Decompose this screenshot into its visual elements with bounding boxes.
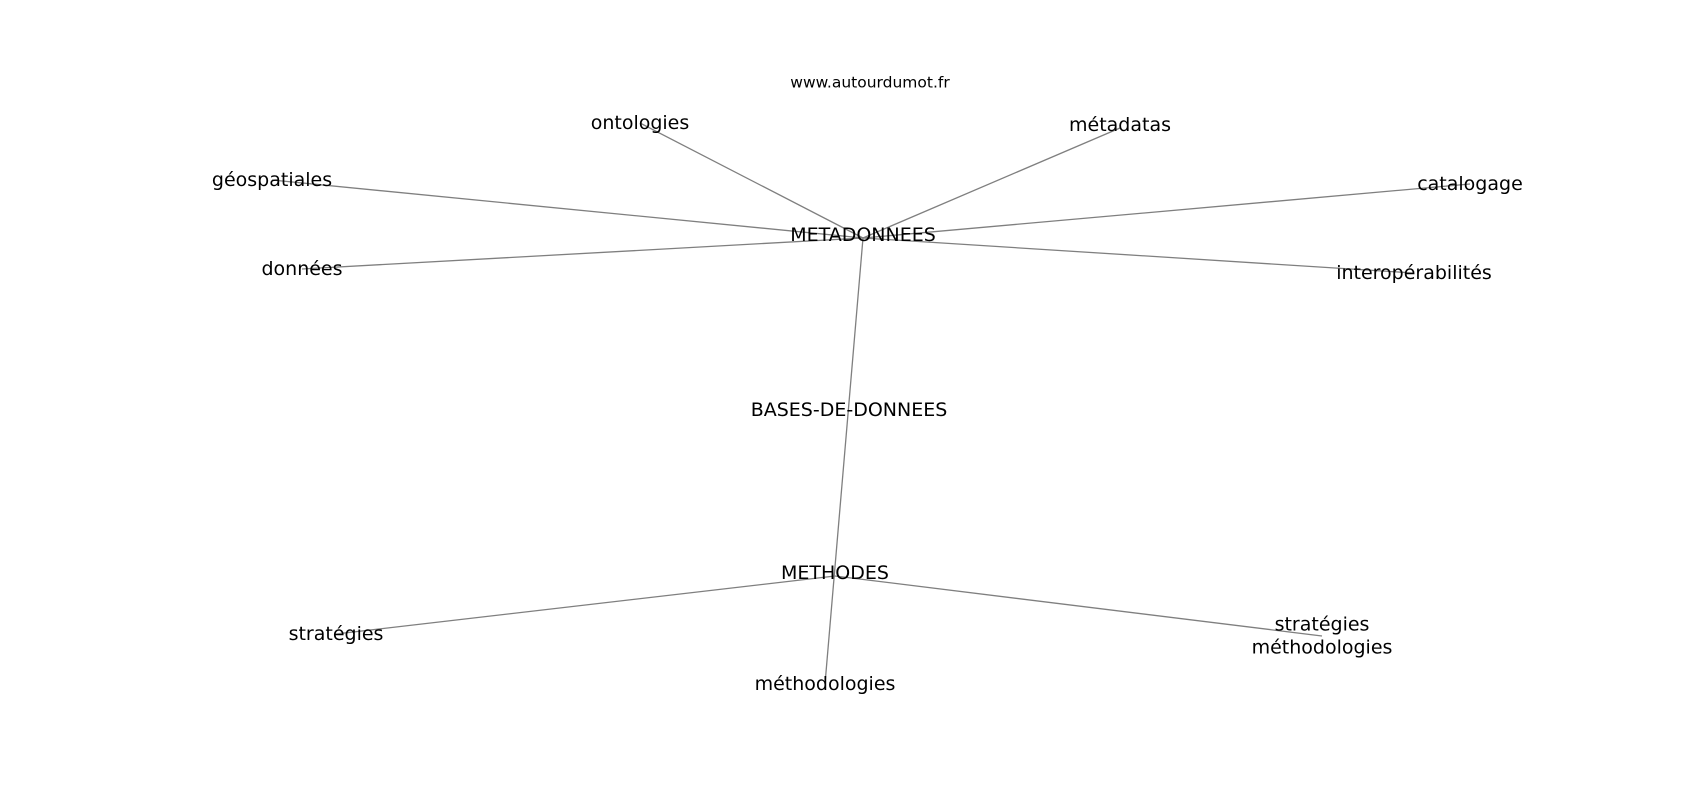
edge-methodes-strategies [335,575,836,635]
edge-methodes-strat-meth [834,575,1323,637]
node-label-metadatas: métadatas [1069,114,1171,136]
edge-metadonnees-methodologies [824,237,864,685]
node-label-line: BASES-DE-DONNEES [751,399,948,421]
node-label-line: métadatas [1069,114,1171,136]
edge-metadonnees-metadatas [862,127,1121,239]
edge-metadonnees-interop [862,237,1415,274]
node-label-metadonnees: METADONNEES [790,224,936,246]
node-label-line: interopérabilités [1336,262,1492,284]
edge-metadonnees-catalogage [862,183,1471,239]
node-label-line: géospatiales [212,169,332,191]
node-label-line: méthodologies [755,673,896,695]
node-label-line: catalogage [1417,173,1523,195]
node-label-catalogage: catalogage [1417,173,1523,195]
node-label-bases: BASES-DE-DONNEES [751,399,948,421]
node-label-line: données [261,258,342,280]
edge-metadonnees-donnees [301,237,864,270]
node-label-line: stratégies [289,623,384,645]
node-label-ontologies: ontologies [591,112,690,134]
graph-nodes: METADONNEES BASES-DE-DONNEES METHODES ontol… [212,112,1523,695]
node-label-line: ontologies [591,112,690,134]
node-label-line: METHODES [781,562,889,584]
node-label-methodes: METHODES [781,562,889,584]
edge-metadonnees-ontologies [639,122,864,239]
node-label-methodologies: méthodologies [755,673,896,695]
node-label-geospatiales: géospatiales [212,169,332,191]
node-label-line: stratégies [1275,613,1370,635]
node-label-interop: interopérabilités [1336,262,1492,284]
node-label-donnees: données [261,258,342,280]
graph-edges [271,122,1471,685]
node-label-line: méthodologies [1252,636,1393,658]
source-watermark: www.autourdumot.fr [790,74,950,92]
node-label-line: METADONNEES [790,224,936,246]
node-label-strategies: stratégies [289,623,384,645]
edge-metadonnees-geospatiales [271,179,864,239]
